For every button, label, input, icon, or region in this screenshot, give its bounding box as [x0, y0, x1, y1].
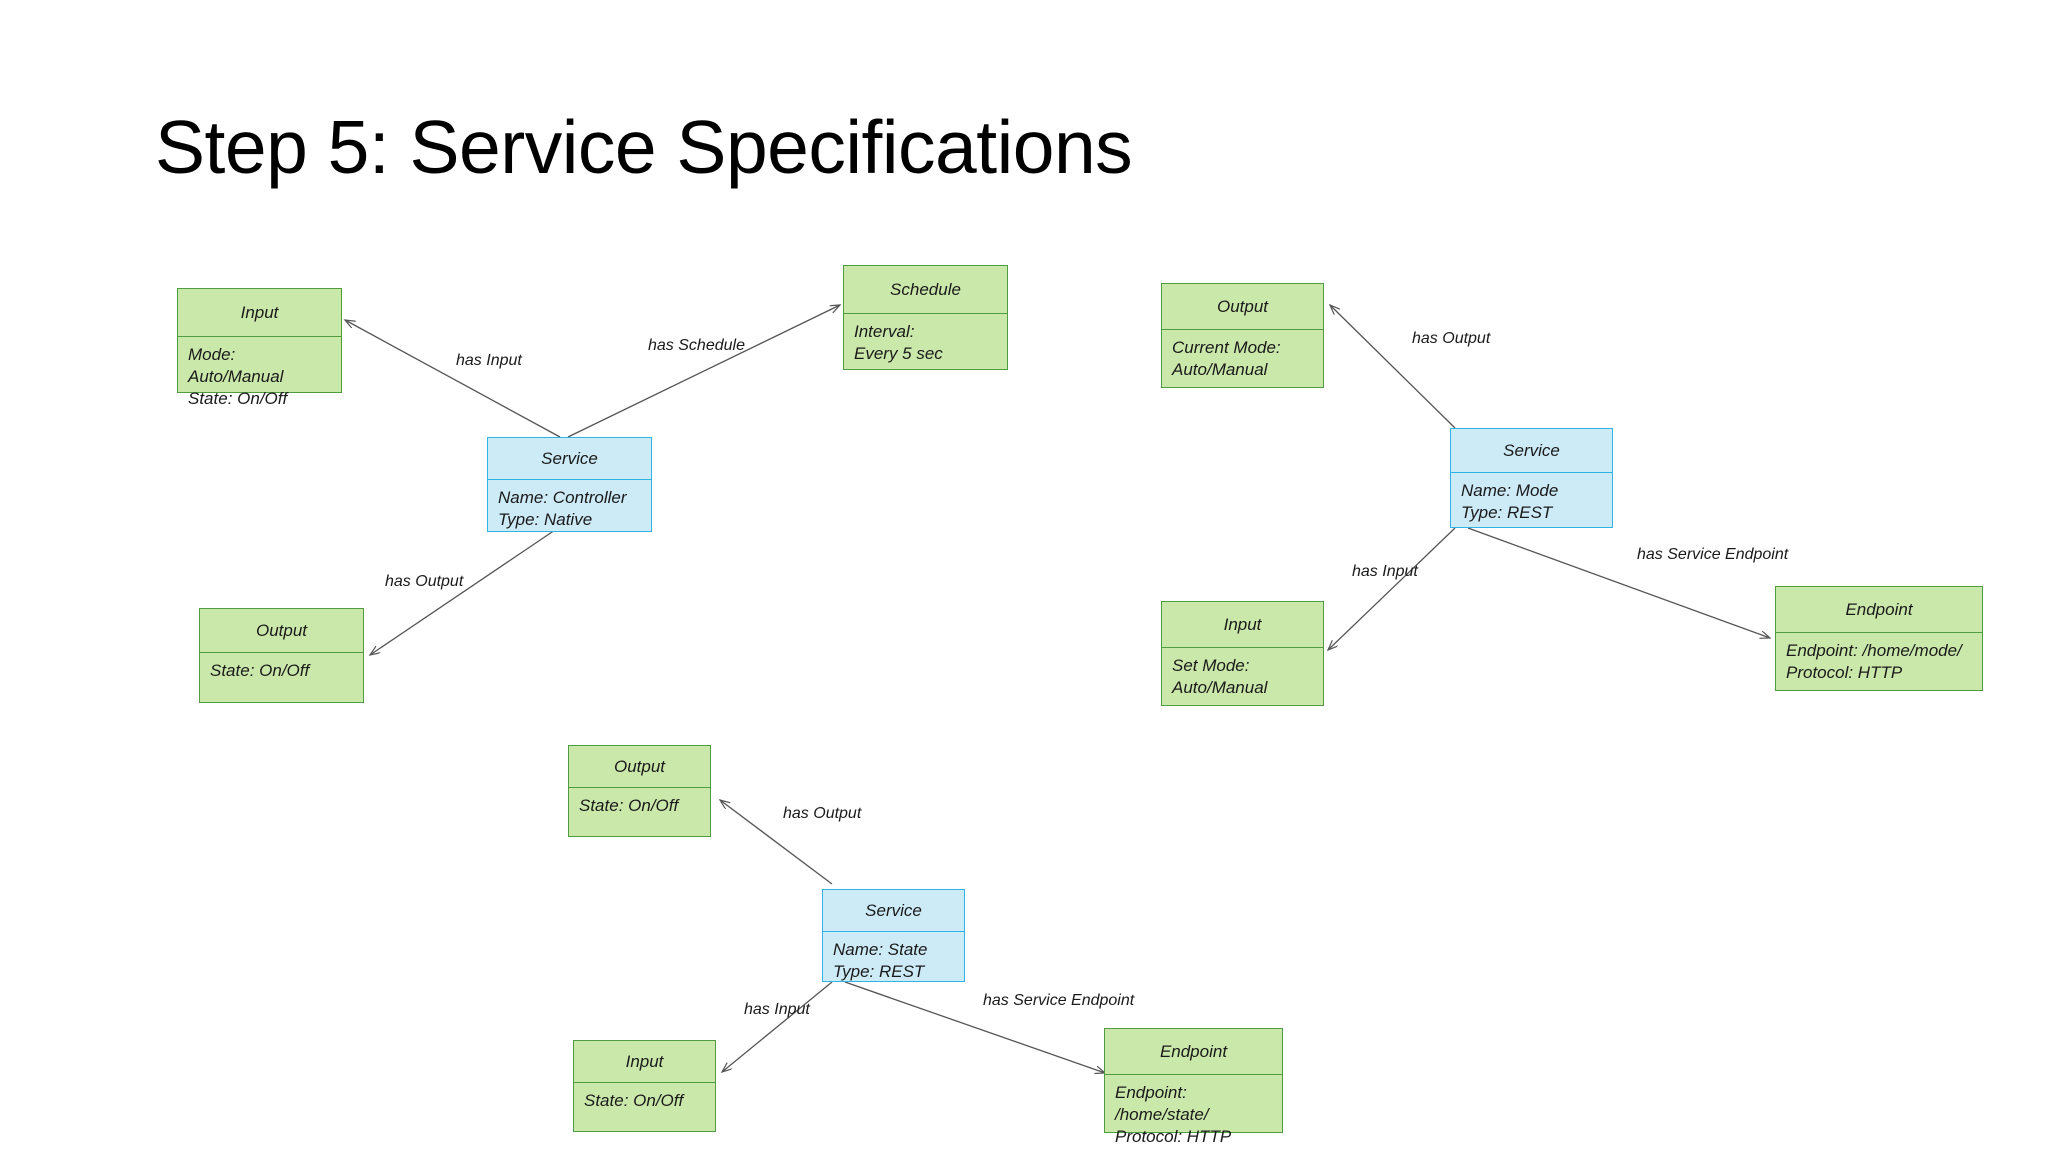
node-state-service[interactable]: Service Name: State Type: REST — [822, 889, 965, 982]
node-controller-input[interactable]: Input Mode: Auto/Manual State: On/Off — [177, 288, 342, 408]
node-body: Interval: Every 5 sec — [854, 322, 943, 363]
node-body: State: On/Off — [210, 661, 310, 680]
edge-label-mode-has-input: has Input — [1352, 563, 1418, 580]
node-body: Current Mode: Auto/Manual — [1172, 338, 1281, 379]
edge-controller-has-schedule — [567, 305, 840, 438]
node-controller-output[interactable]: Output State: On/Off — [199, 608, 364, 703]
node-header: Input — [178, 289, 341, 337]
edge-label-mode-has-output: has Output — [1412, 330, 1491, 347]
node-header: Output — [569, 746, 710, 788]
node-body: Name: State Type: REST — [833, 940, 928, 981]
edge-controller-has-output — [370, 529, 556, 655]
node-body: Mode: Auto/Manual State: On/Off — [188, 345, 288, 408]
node-header: Service — [1451, 429, 1612, 473]
node-state-input[interactable]: Input State: On/Off — [573, 1040, 716, 1132]
node-body: State: On/Off — [584, 1091, 684, 1110]
edge-label-state-has-input: has Input — [744, 1001, 810, 1018]
edge-mode-has-output — [1330, 305, 1456, 429]
node-body: Endpoint: /home/mode/ Protocol: HTTP — [1786, 641, 1962, 682]
node-header: Endpoint — [1105, 1029, 1282, 1075]
node-body: Endpoint: /home/state/ Protocol: HTTP — [1115, 1083, 1232, 1146]
node-header: Schedule — [844, 266, 1007, 314]
node-mode-output[interactable]: Output Current Mode: Auto/Manual — [1161, 283, 1324, 388]
node-header: Output — [1162, 284, 1323, 330]
edge-state-has-input — [722, 981, 833, 1072]
edge-controller-has-input — [345, 320, 561, 438]
node-body: Set Mode: Auto/Manual — [1172, 656, 1268, 697]
edge-label-state-has-service-endpoint: has Service Endpoint — [983, 992, 1135, 1009]
node-controller-schedule[interactable]: Schedule Interval: Every 5 sec — [843, 265, 1008, 370]
edge-mode-has-service-endpoint — [1467, 527, 1770, 638]
node-header: Service — [488, 438, 651, 480]
node-header: Input — [574, 1041, 715, 1083]
node-controller-service[interactable]: Service Name: Controller Type: Native — [487, 437, 652, 532]
node-mode-service[interactable]: Service Name: Mode Type: REST — [1450, 428, 1613, 528]
node-header: Service — [823, 890, 964, 932]
edge-label-controller-has-schedule: has Schedule — [648, 337, 745, 354]
node-header: Input — [1162, 602, 1323, 648]
page-title: Step 5: Service Specifications — [155, 105, 1133, 189]
node-header: Output — [200, 609, 363, 653]
node-body: Name: Controller Type: Native — [498, 488, 627, 529]
node-header: Endpoint — [1776, 587, 1982, 633]
node-body: Name: Mode Type: REST — [1461, 481, 1559, 522]
edge-label-mode-has-service-endpoint: has Service Endpoint — [1637, 546, 1789, 563]
edge-label-controller-has-output: has Output — [385, 573, 464, 590]
node-state-endpoint[interactable]: Endpoint Endpoint: /home/state/ Protocol… — [1104, 1028, 1283, 1146]
node-body: State: On/Off — [579, 796, 679, 815]
node-mode-endpoint[interactable]: Endpoint Endpoint: /home/mode/ Protocol:… — [1775, 586, 1983, 691]
edge-mode-has-input — [1328, 527, 1456, 650]
node-state-output[interactable]: Output State: On/Off — [568, 745, 711, 837]
edge-label-controller-has-input: has Input — [456, 352, 522, 369]
node-mode-input[interactable]: Input Set Mode: Auto/Manual — [1161, 601, 1324, 706]
edge-label-state-has-output: has Output — [783, 805, 862, 822]
